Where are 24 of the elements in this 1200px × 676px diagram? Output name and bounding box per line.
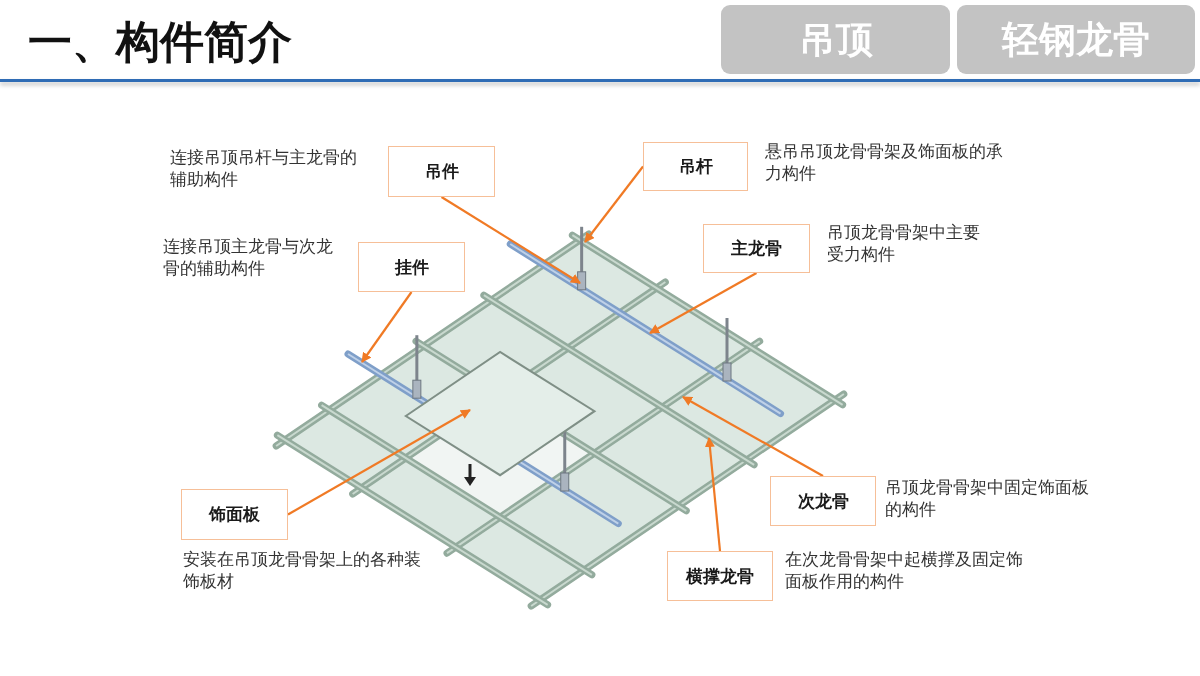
description-text: 吊顶龙骨骨架中主要受力构件 xyxy=(827,222,981,266)
leader-line xyxy=(361,291,413,363)
category-tab: 吊顶 xyxy=(721,5,950,74)
page-title: 一、构件简介 xyxy=(28,16,292,68)
description-text: 安装在吊顶龙骨骨架上的各种装饰板材 xyxy=(183,549,422,593)
description-text: 在次龙骨骨架中起横撑及固定饰面板作用的构件 xyxy=(785,549,1024,593)
description-text: 连接吊顶吊杆与主龙骨的辅助构件 xyxy=(170,147,358,191)
part-label: 吊件 xyxy=(388,146,495,197)
description-text: 吊顶龙骨骨架中固定饰面板的构件 xyxy=(885,477,1090,521)
leader-line xyxy=(287,409,471,516)
description-text: 连接吊顶主龙骨与次龙骨的辅助构件 xyxy=(163,236,334,280)
leader-line xyxy=(440,196,581,284)
description-text: 悬吊吊顶龙骨骨架及饰面板的承力构件 xyxy=(765,141,1004,185)
leader-line xyxy=(704,437,722,552)
leader-line xyxy=(682,396,824,477)
part-label: 主龙骨 xyxy=(703,224,810,273)
part-label: 次龙骨 xyxy=(770,476,876,526)
part-label: 饰面板 xyxy=(181,489,288,540)
part-label: 横撑龙骨 xyxy=(667,551,773,601)
category-tab: 轻钢龙骨 xyxy=(957,5,1195,74)
part-label: 吊杆 xyxy=(643,142,748,191)
part-label: 挂件 xyxy=(358,242,465,292)
leader-line xyxy=(649,272,758,334)
leader-line xyxy=(584,165,644,243)
